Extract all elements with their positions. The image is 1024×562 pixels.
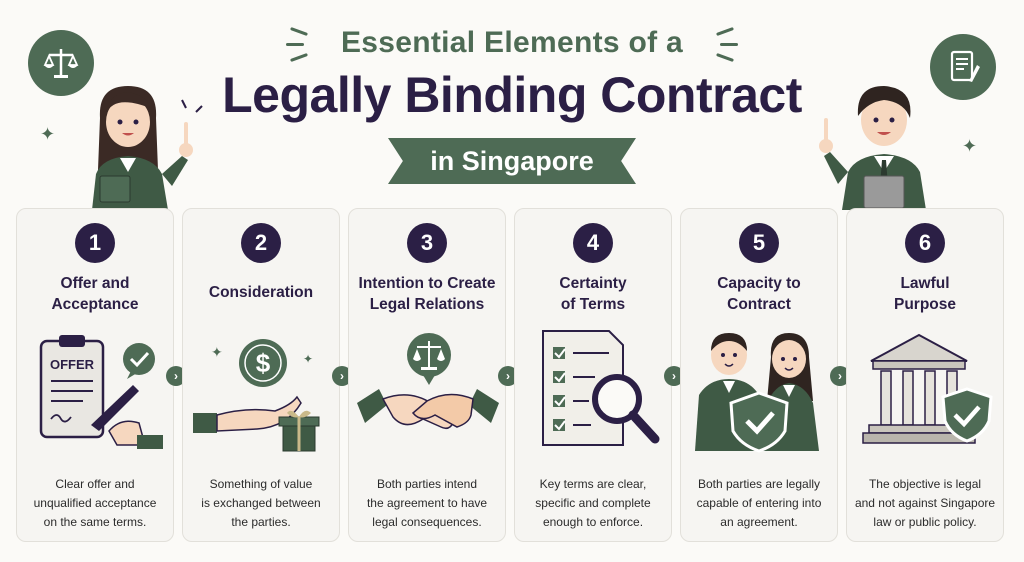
- title-line: Contract: [727, 296, 791, 313]
- element-description: Clear offer and unqualified acceptance o…: [23, 475, 167, 532]
- element-title: Capacity to Contract: [685, 273, 833, 315]
- svg-text:✦: ✦: [211, 344, 223, 360]
- step-number: 2: [241, 223, 281, 263]
- title-line: Purpose: [893, 296, 956, 313]
- coin-gift-exchange-icon: $ ✦ ✦: [193, 339, 320, 452]
- checklist-magnifier-icon: [542, 330, 660, 446]
- dollar-label: $: [256, 348, 271, 378]
- desc-line: Clear offer and: [55, 477, 135, 491]
- element-card-offer-acceptance: 1 Offer and Acceptance OFFER Clear offer…: [16, 208, 174, 542]
- handshake-icon: [357, 333, 499, 430]
- chevron-right-icon: ›: [830, 366, 850, 386]
- desc-line: Something of value: [209, 477, 313, 491]
- desc-line: the parties.: [231, 515, 291, 529]
- element-title: Offer and Acceptance: [21, 273, 169, 315]
- step-number: 4: [573, 223, 613, 263]
- contract-document-icon: [930, 34, 996, 100]
- desc-line: Key terms are clear,: [539, 477, 647, 491]
- step-number: 1: [75, 223, 115, 263]
- location-ribbon: in Singapore: [388, 138, 636, 184]
- desc-line: an agreement.: [720, 515, 798, 529]
- element-description: Key terms are clear, specific and comple…: [521, 475, 665, 532]
- decor-dash: [286, 43, 304, 46]
- desc-line: Both parties are legally: [697, 477, 821, 491]
- desc-line: unqualified acceptance: [33, 496, 157, 510]
- desc-line: capable of entering into: [696, 496, 822, 510]
- header-subtitle: Essential Elements of a: [340, 26, 684, 59]
- desc-line: The objective is legal: [868, 477, 982, 491]
- woman-character-icon: [92, 86, 203, 210]
- element-card-consideration: 2 Consideration $ ✦ ✦ Something of value…: [182, 208, 340, 542]
- chevron-right-icon: ›: [332, 366, 352, 386]
- title-line: Lawful: [900, 275, 950, 292]
- sparkle-icon: ✦: [40, 124, 56, 144]
- scales-icon: [28, 30, 94, 96]
- desc-line: on the same terms.: [43, 515, 147, 529]
- element-card-certainty: 4 Certainty of Terms Key terms are clear…: [514, 208, 672, 542]
- element-description: Both parties intend the agreement to hav…: [355, 475, 499, 532]
- sparkle-icon: ✦: [962, 136, 978, 156]
- desc-line: is exchanged between: [201, 496, 321, 510]
- chevron-right-icon: ›: [166, 366, 186, 386]
- step-number: 6: [905, 223, 945, 263]
- header: Essential Elements of a Legally Binding …: [0, 0, 1024, 210]
- offer-label: OFFER: [50, 357, 95, 372]
- element-title: Intention to Create Legal Relations: [353, 273, 501, 315]
- element-description: Both parties are legally capable of ente…: [687, 475, 831, 532]
- courthouse-shield-icon: [862, 333, 993, 444]
- element-title: Consideration: [187, 282, 335, 303]
- offer-clipboard-icon: OFFER: [39, 335, 163, 449]
- title-line: Intention to Create: [358, 275, 496, 292]
- title-line: Capacity to: [717, 275, 801, 292]
- title-line: of Terms: [560, 296, 626, 313]
- man-character-icon: [819, 86, 926, 210]
- elements-row: 1 Offer and Acceptance OFFER Clear offer…: [16, 208, 1006, 546]
- element-card-intention: 3 Intention to Create Legal Relations Bo…: [348, 208, 506, 542]
- title-line: Consideration: [208, 284, 314, 301]
- desc-line: and not against Singapore: [854, 496, 996, 510]
- desc-line: specific and complete: [535, 496, 651, 510]
- element-card-capacity: 5 Capacity to Contract Both parties are …: [680, 208, 838, 542]
- chevron-right-icon: ›: [498, 366, 518, 386]
- title-line: Legal Relations: [369, 296, 485, 313]
- title-line: Offer and: [60, 275, 130, 292]
- decor-dash: [720, 43, 738, 46]
- chevron-right-icon: ›: [664, 366, 684, 386]
- desc-line: enough to enforce.: [542, 515, 644, 529]
- title-line: Acceptance: [51, 296, 139, 313]
- element-description: The objective is legal and not against S…: [853, 475, 997, 532]
- two-people-shield-icon: [695, 333, 819, 453]
- desc-line: law or public policy.: [873, 515, 977, 529]
- page-title: Legally Binding Contract: [222, 67, 802, 123]
- element-card-lawful-purpose: 6 Lawful Purpose The objective is legal …: [846, 208, 1004, 542]
- title-line: Certainty: [559, 275, 627, 292]
- element-description: Something of value is exchanged between …: [189, 475, 333, 532]
- desc-line: the agreement to have: [366, 496, 488, 510]
- desc-line: Both parties intend: [376, 477, 478, 491]
- ribbon-label: in Singapore: [430, 145, 594, 176]
- step-number: 3: [407, 223, 447, 263]
- desc-line: legal consequences.: [372, 515, 482, 529]
- element-title: Certainty of Terms: [519, 273, 667, 315]
- element-title: Lawful Purpose: [851, 273, 999, 315]
- step-number: 5: [739, 223, 779, 263]
- svg-text:✦: ✦: [303, 352, 313, 366]
